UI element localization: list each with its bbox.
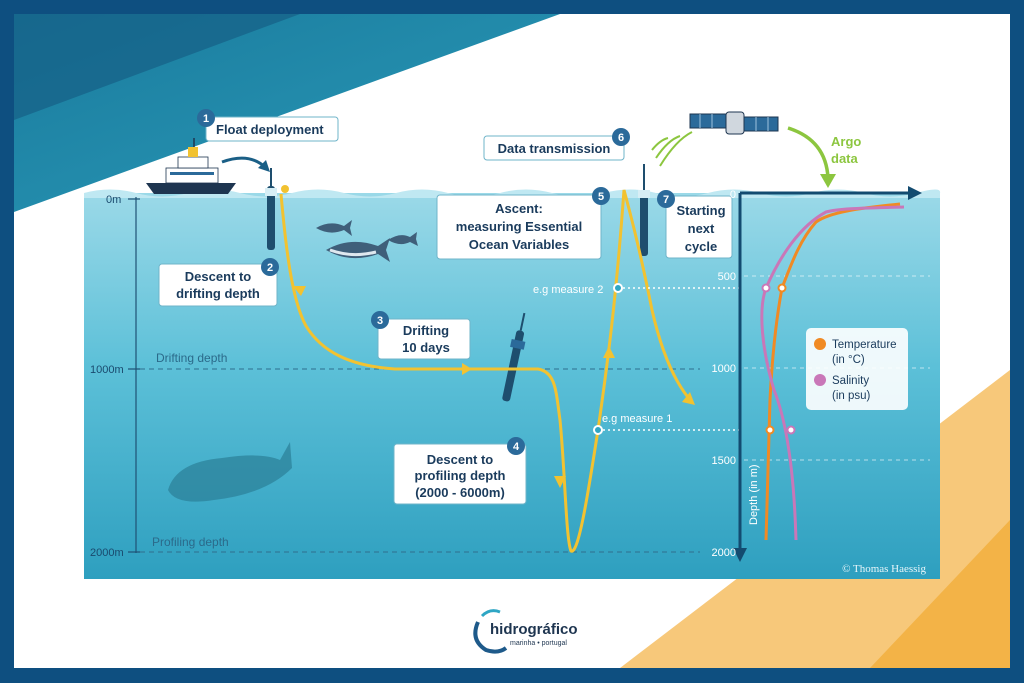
measure1-label: e.g measure 1 — [602, 413, 672, 425]
profile-legend — [806, 328, 908, 410]
legend-temperature-2: (in °C) — [832, 354, 865, 366]
argo-float-icon-surfacing — [638, 164, 650, 256]
depth-2000m: 2000m — [90, 547, 124, 559]
measure1-point — [593, 425, 603, 435]
temperature-measure1-point — [765, 425, 775, 435]
depth-0m: 0m — [106, 194, 121, 206]
measure2-point — [613, 283, 623, 293]
step3-label-1: Drifting — [403, 323, 449, 338]
legend-salinity-1: Salinity — [832, 375, 869, 387]
step1-badge — [197, 109, 215, 127]
top-left-triangle-dark — [14, 14, 300, 120]
step3-badge — [371, 311, 389, 329]
satellite-icon — [689, 111, 779, 135]
step6-label: Data transmission — [498, 141, 611, 156]
salinity-measure2-point — [761, 283, 771, 293]
step4-label-2: profiling depth — [415, 468, 506, 483]
step3-box — [377, 318, 471, 360]
step2-badge — [261, 258, 279, 276]
hidrografico-logo: hidrográfico marinha • portugal — [473, 609, 578, 654]
credit-text: © Thomas Haessig — [842, 563, 926, 575]
research-ship-icon — [146, 138, 236, 194]
salinity-measure1-point — [786, 425, 796, 435]
profile-tick-0: 0 — [730, 189, 736, 201]
profiling-depth-label: Profiling depth — [152, 535, 229, 549]
legend-temperature-swatch — [814, 338, 826, 350]
temperature-measure2-point — [777, 283, 787, 293]
step4-label-3: (2000 - 6000m) — [415, 485, 505, 500]
step6-badge — [612, 128, 630, 146]
step2-label-2: drifting depth — [176, 286, 260, 301]
step3-label-2: 10 days — [402, 340, 450, 355]
measure2-label: e.g measure 2 — [533, 284, 603, 296]
step5-box — [436, 194, 602, 260]
argo-label: Argo — [831, 134, 861, 149]
step2-label-1: Descent to — [185, 269, 252, 284]
logo-subtitle: marinha • portugal — [510, 640, 567, 647]
svg-text:1: 1 — [203, 113, 209, 125]
argo-float-icon-surface — [265, 168, 289, 250]
step7-badge — [657, 190, 675, 208]
svg-text:3: 3 — [377, 315, 383, 327]
step5-label-2: measuring Essential — [456, 219, 582, 234]
step2-box — [158, 263, 278, 307]
svg-text:2: 2 — [267, 262, 273, 274]
svg-text:6: 6 — [618, 132, 624, 144]
argo-data-arrow — [787, 126, 830, 179]
legend-salinity-swatch — [814, 374, 826, 386]
svg-text:4: 4 — [513, 441, 520, 453]
step7-label-1: Starting — [676, 203, 725, 218]
argo-float-icon-drifting — [502, 312, 526, 402]
float-trajectory — [279, 189, 694, 553]
step7-label-3: cycle — [685, 239, 718, 254]
profile-tick-1500: 1500 — [712, 455, 736, 467]
step4-label-1: Descent to — [427, 452, 494, 467]
profile-tick-1000: 1000 — [712, 363, 736, 375]
step5-badge — [592, 187, 610, 205]
drifting-depth-label: Drifting depth — [156, 351, 227, 365]
signal-waves-icon — [651, 131, 693, 167]
legend-salinity-2: (in psu) — [832, 390, 871, 402]
profile-tick-2000: 2000 — [712, 547, 736, 559]
argo-data-label: data — [831, 151, 859, 166]
profile-tick-500: 500 — [718, 271, 736, 283]
step7-box — [665, 195, 733, 259]
step6-box — [483, 135, 625, 161]
profile-axis-label: Depth (in m) — [748, 464, 760, 525]
step5-label-1: Ascent: — [495, 201, 543, 216]
salinity-profile-line — [760, 205, 905, 541]
svg-text:7: 7 — [663, 194, 669, 206]
bottom-right-triangle-dark — [870, 520, 1010, 668]
step1-box — [205, 116, 339, 142]
temperature-profile-line — [764, 202, 901, 541]
step4-box — [393, 443, 527, 505]
step4-badge — [507, 437, 525, 455]
depth-1000m: 1000m — [90, 364, 124, 376]
svg-text:5: 5 — [598, 191, 604, 203]
tuna-fish-icon — [316, 220, 418, 262]
step7-label-2: next — [688, 221, 715, 236]
logo-name: hidrográfico — [490, 621, 578, 638]
step5-label-3: Ocean Variables — [469, 237, 569, 252]
legend-temperature-1: Temperature — [832, 339, 897, 351]
step1-label: Float deployment — [216, 122, 324, 137]
whale-silhouette-icon — [168, 442, 292, 502]
